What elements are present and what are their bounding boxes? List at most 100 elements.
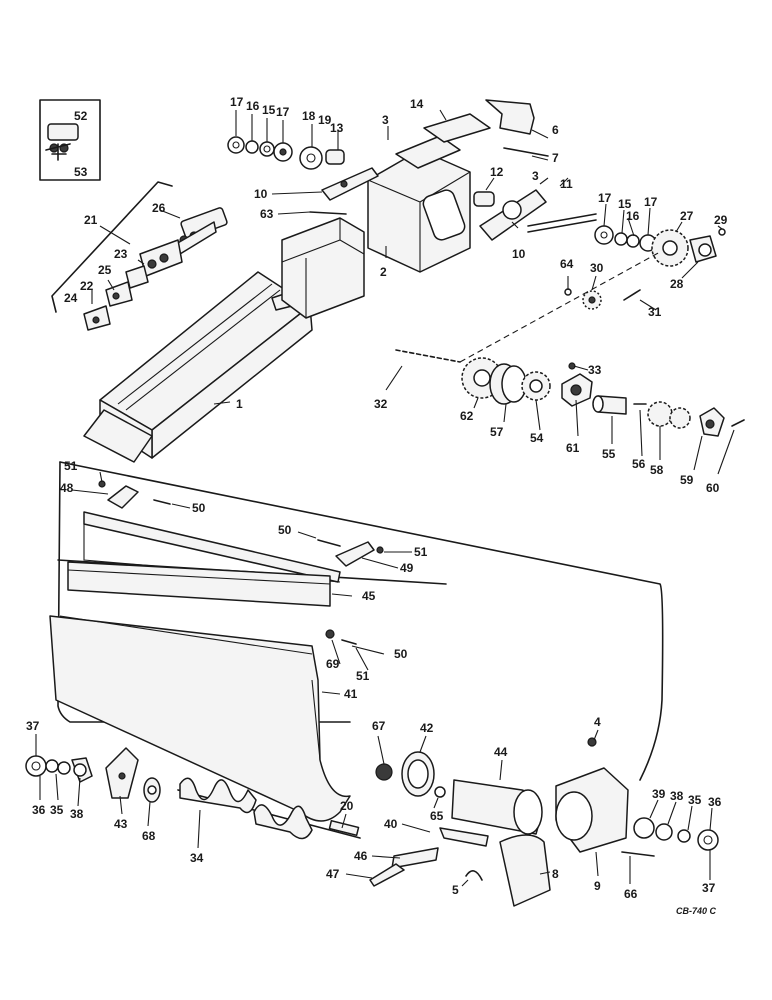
callout-38: 38 — [70, 807, 84, 821]
part-bearing-stack-right — [594, 225, 726, 267]
callout-15: 15 — [618, 197, 632, 211]
callout-58: 58 — [650, 463, 664, 477]
callout-16: 16 — [626, 209, 640, 223]
callout-21: 21 — [84, 213, 98, 227]
callout-10: 10 — [512, 247, 526, 261]
part-bearing-stack-left — [227, 136, 379, 215]
callout-48: 48 — [60, 481, 74, 495]
callout-labels: 52 53 17 16 15 17 18 19 13 3 14 6 7 10 6… — [26, 95, 728, 916]
callout-17: 17 — [276, 105, 290, 119]
part-bearing-right — [621, 817, 719, 857]
callout-8: 8 — [552, 867, 559, 881]
callout-17: 17 — [644, 195, 658, 209]
callout-31: 31 — [648, 305, 662, 319]
callout-11: 11 — [560, 177, 573, 191]
callout-20: 20 — [340, 799, 354, 813]
callout-4: 4 — [594, 715, 601, 729]
callout-14: 14 — [410, 97, 424, 111]
callout-25: 25 — [98, 263, 112, 277]
bracket-21 — [51, 181, 173, 313]
callout-17: 17 — [598, 191, 612, 205]
callout-6: 6 — [552, 123, 559, 137]
callout-52: 52 — [74, 109, 88, 123]
callout-66: 66 — [624, 887, 638, 901]
part-trough-plate-45 — [67, 561, 331, 607]
callout-22: 22 — [80, 279, 94, 293]
callout-56: 56 — [632, 457, 646, 471]
callout-41: 41 — [344, 687, 358, 701]
callout-53: 53 — [74, 165, 88, 179]
callout-3: 3 — [382, 113, 389, 127]
callout-24: 24 — [64, 291, 78, 305]
callout-10: 10 — [254, 187, 268, 201]
callout-64: 64 — [560, 257, 574, 271]
callout-16: 16 — [246, 99, 260, 113]
callout-43: 43 — [114, 817, 128, 831]
callout-62: 62 — [460, 409, 474, 423]
drawing-code: CB-740 C — [676, 906, 717, 916]
part-bearing-left — [25, 747, 161, 803]
part-auger-34 — [177, 777, 361, 840]
callout-50: 50 — [192, 501, 206, 515]
callout-37: 37 — [26, 719, 40, 733]
callout-50: 50 — [278, 523, 292, 537]
callout-51: 51 — [356, 669, 370, 683]
part-bearing-plate-right — [473, 189, 597, 241]
callout-68: 68 — [142, 829, 156, 843]
callout-32: 32 — [374, 397, 388, 411]
callout-54: 54 — [530, 431, 544, 445]
callout-1: 1 — [236, 397, 243, 411]
callout-35: 35 — [688, 793, 702, 807]
callout-39: 39 — [652, 787, 666, 801]
callout-9: 9 — [594, 879, 601, 893]
callout-27: 27 — [680, 209, 694, 223]
callout-49: 49 — [400, 561, 414, 575]
callout-61: 61 — [566, 441, 580, 455]
part-elevator-head — [281, 135, 471, 319]
callout-45: 45 — [362, 589, 376, 603]
callout-2: 2 — [380, 265, 387, 279]
part-cover-plates — [83, 480, 384, 583]
callout-35: 35 — [50, 803, 64, 817]
callout-23: 23 — [114, 247, 128, 261]
callout-37: 37 — [702, 881, 716, 895]
part-discharge-end — [369, 737, 629, 907]
callout-63: 63 — [260, 207, 274, 221]
callout-38: 38 — [670, 789, 684, 803]
part-drive-assembly — [461, 357, 745, 437]
callout-19: 19 — [318, 113, 332, 127]
callout-50: 50 — [394, 647, 408, 661]
callout-7: 7 — [552, 151, 559, 165]
callout-3: 3 — [532, 169, 539, 183]
callout-44: 44 — [494, 745, 508, 759]
callout-36: 36 — [708, 795, 722, 809]
callout-65: 65 — [430, 809, 444, 823]
callout-55: 55 — [602, 447, 616, 461]
callout-51: 51 — [414, 545, 428, 559]
callout-42: 42 — [420, 721, 434, 735]
part-small-sprocket-30 — [564, 288, 641, 310]
callout-13: 13 — [330, 121, 344, 135]
callout-33: 33 — [588, 363, 602, 377]
callout-26: 26 — [152, 201, 166, 215]
callout-15: 15 — [262, 103, 276, 117]
callout-36: 36 — [32, 803, 46, 817]
callout-46: 46 — [354, 849, 368, 863]
callout-28: 28 — [670, 277, 684, 291]
callout-60: 60 — [706, 481, 720, 495]
callout-57: 57 — [490, 425, 504, 439]
part-trough-41 — [49, 615, 357, 822]
callout-30: 30 — [590, 261, 604, 275]
leader-lines — [35, 109, 735, 887]
callout-69: 69 — [326, 657, 340, 671]
callout-34: 34 — [190, 851, 204, 865]
callout-12: 12 — [490, 165, 504, 179]
part-inset-52-53 — [39, 99, 101, 181]
callout-40: 40 — [384, 817, 398, 831]
part-chain-32 — [395, 251, 661, 363]
callout-67: 67 — [372, 719, 386, 733]
callout-29: 29 — [714, 213, 728, 227]
callout-47: 47 — [326, 867, 340, 881]
callout-59: 59 — [680, 473, 694, 487]
